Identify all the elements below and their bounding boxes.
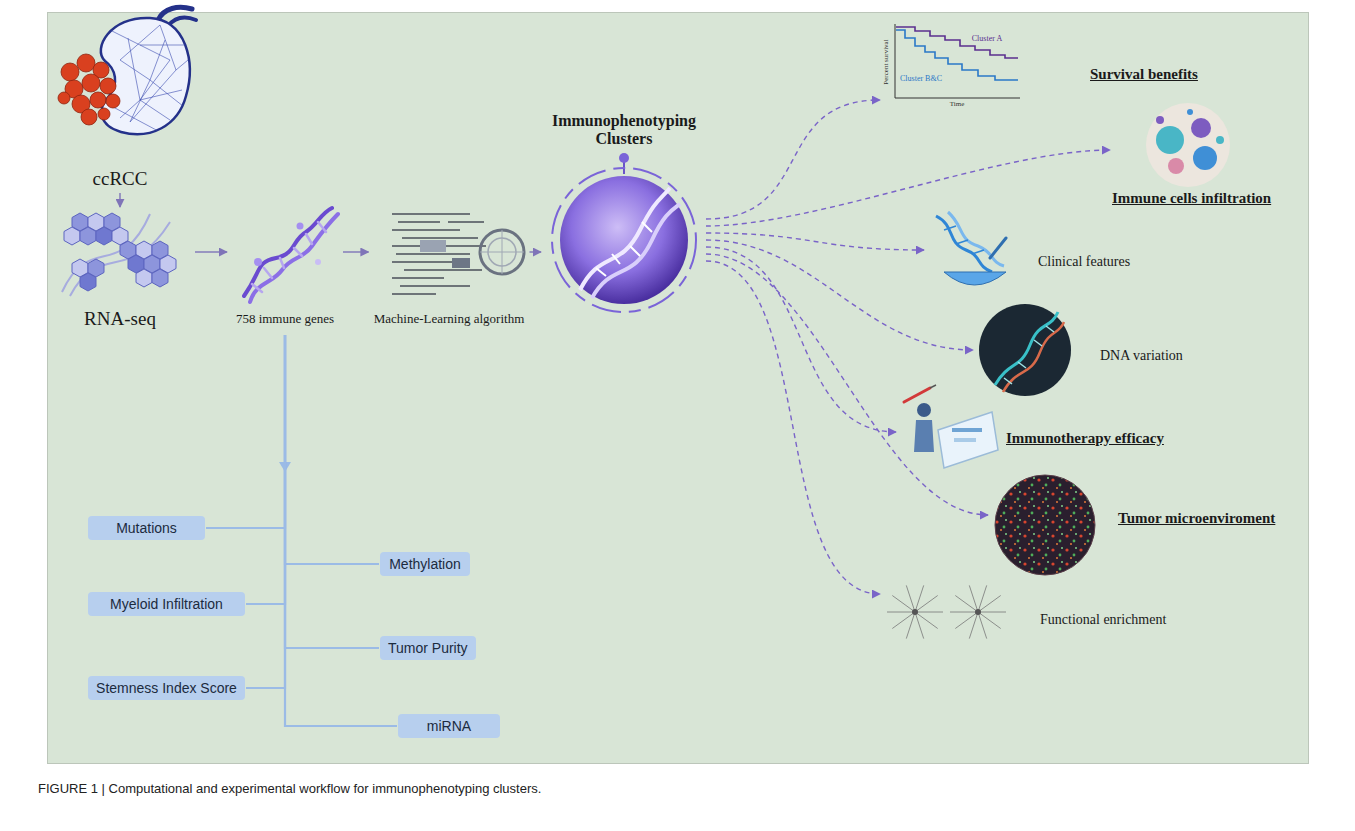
step-label: Immunotherapy efficacy: [1006, 430, 1164, 447]
immune-cells-illustration: [1146, 103, 1230, 187]
survival-curve-illustration: [895, 24, 1020, 98]
feature-box: Methylation: [380, 552, 470, 576]
tree-branch: [246, 335, 285, 688]
connector-arrow: [195, 251, 227, 252]
step-label: Survival benefits: [1090, 66, 1198, 83]
connector-arrow: [343, 251, 369, 252]
step-label: Tumor microenviroment: [1118, 510, 1275, 527]
step-label: Machine-Learning algorithm: [371, 312, 528, 327]
tree-branch: [285, 335, 379, 564]
connector-arrow: [706, 233, 924, 250]
illustrated-step: 758 immune genes: [229, 208, 341, 334]
box-label: Myeloid Infiltration: [110, 596, 223, 612]
plot-annotation: Cluster B&C: [900, 75, 942, 84]
illustrated-step: Machine-Learning algorithm: [371, 208, 528, 334]
step-label: Functional enrichment: [1040, 612, 1166, 628]
illustrated-step: Tumor microenviroment: [990, 470, 1295, 580]
illustrated-step: Functional enrichment: [882, 572, 1172, 654]
tumor-microenvironment-illustration: [995, 475, 1095, 575]
dna-helix-illustration: [244, 208, 338, 302]
dna-variation-illustration: [979, 304, 1071, 396]
plot-annotation: Time: [950, 101, 965, 109]
box-label: Mutations: [116, 520, 177, 536]
feature-box: miRNA: [398, 714, 500, 738]
feature-box: Mutations: [88, 516, 205, 540]
connector-arrow: [706, 150, 1110, 226]
plot-annotation: Percent survival: [883, 39, 891, 84]
connector-arrow: [530, 251, 542, 252]
step-label: RNA-seq: [47, 308, 193, 330]
machine-learning-illustration: [392, 214, 524, 294]
figure-caption: FIGURE 1 | Computational and experimenta…: [38, 781, 541, 796]
tree-branch: [285, 335, 397, 726]
tree-branch: [285, 335, 379, 648]
step-label: Immune cells infiltration: [1112, 190, 1271, 207]
kidney-illustration: [58, 7, 196, 134]
feature-box: Tumor Purity: [380, 636, 476, 660]
cluster-sphere-illustration: [552, 153, 696, 312]
box-label: Methylation: [389, 556, 461, 572]
step-label: 758 immune genes: [229, 312, 341, 327]
tree-branch: [206, 335, 285, 528]
connector-arrow: [706, 240, 973, 350]
illustrated-step: Immunophenotyping Clusters: [543, 112, 705, 312]
step-label: ccRCC: [47, 168, 193, 190]
box-label: Tumor Purity: [388, 640, 468, 656]
connector-arrow: [706, 100, 880, 219]
feature-box: Stemness Index Score: [88, 676, 245, 700]
immunotherapy-illustration: [904, 385, 998, 468]
illustrated-step: Clinical features: [926, 212, 1146, 294]
connector-arrow: [706, 254, 988, 515]
illustrated-step: DNA variation: [975, 300, 1200, 400]
enrichment-radial-illustration: [887, 585, 1006, 638]
box-label: Stemness Index Score: [96, 680, 237, 696]
connector-arrow: [706, 261, 880, 594]
tree-branch: [246, 335, 285, 604]
illustrated-step: ccRCC: [47, 14, 193, 192]
illustrated-step: Immunotherapy efficacy: [898, 392, 1173, 472]
step-label: Immunophenotyping Clusters: [543, 112, 705, 149]
illustrated-step: Immune cells infiltration: [1112, 96, 1290, 210]
rna-seq-illustration: [62, 213, 176, 296]
clinical-illustration: [936, 212, 1006, 285]
feature-box: Myeloid Infiltration: [88, 592, 245, 616]
connector-arrow: [119, 193, 120, 207]
step-label: Clinical features: [1038, 254, 1130, 270]
box-label: miRNA: [427, 718, 471, 734]
plot-annotation: Cluster A: [972, 35, 1002, 44]
step-label: DNA variation: [1100, 348, 1183, 364]
illustrated-step: Survival benefits: [882, 18, 1227, 114]
connector-arrow: [706, 247, 896, 432]
illustrated-step: RNA-seq: [47, 208, 193, 334]
